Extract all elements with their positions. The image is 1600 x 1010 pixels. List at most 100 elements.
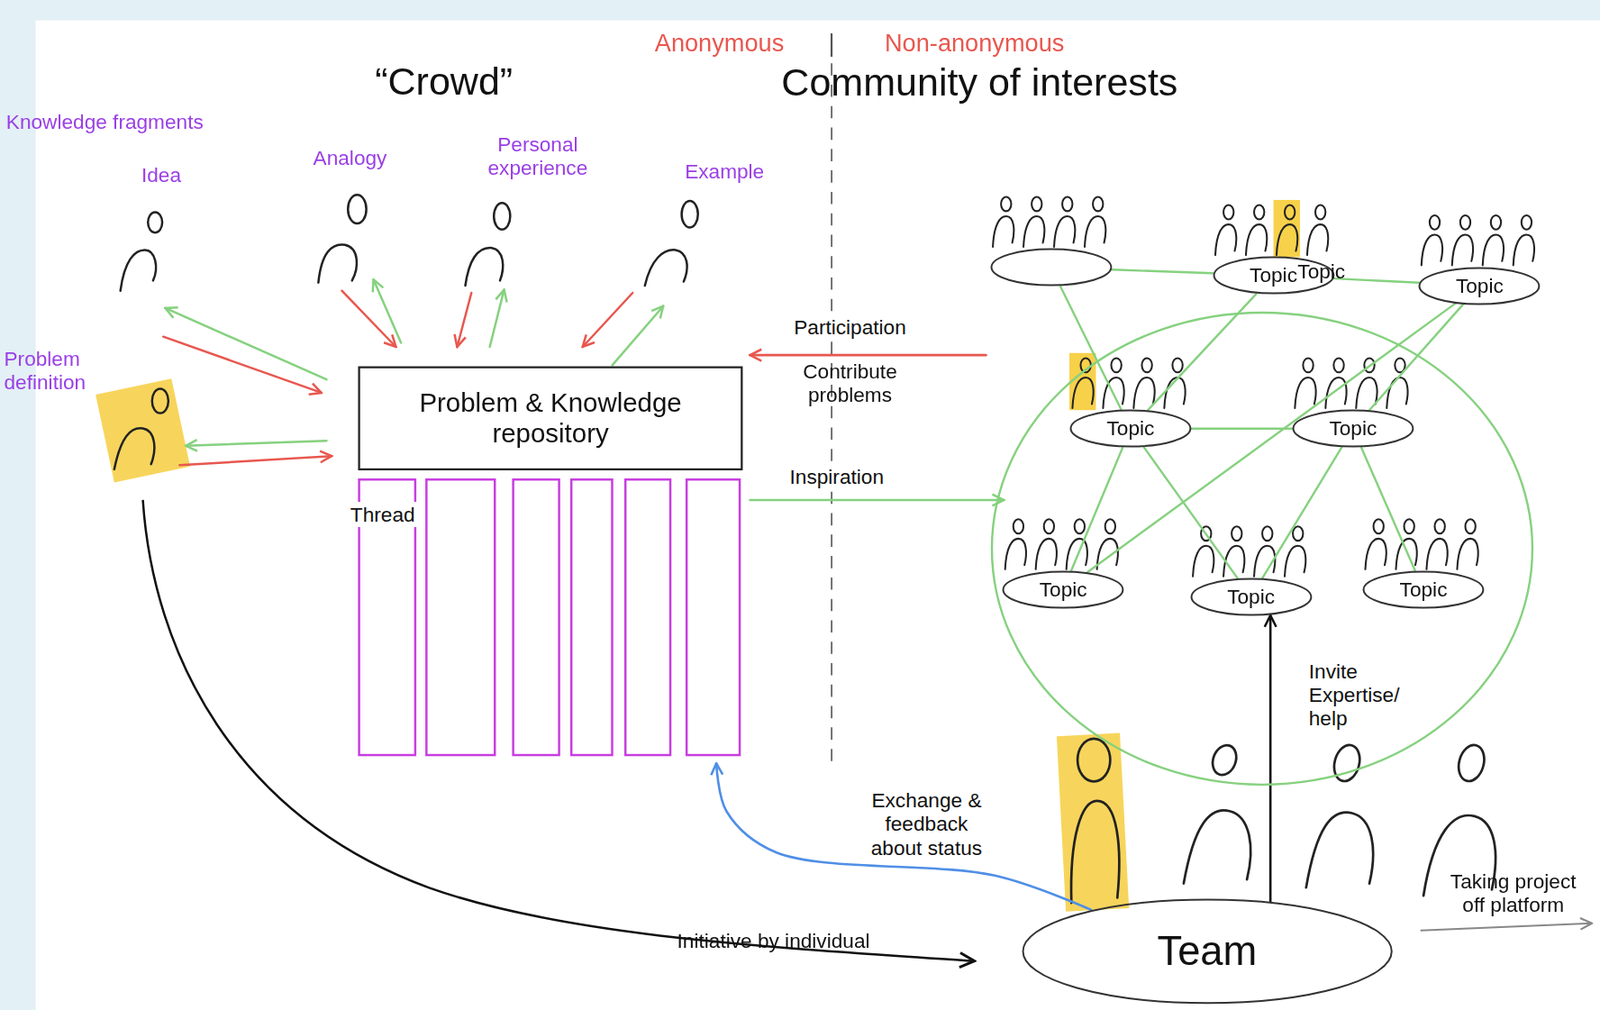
off-platform-arrow <box>1420 923 1592 931</box>
topic-ellipse: Topic <box>1069 409 1192 448</box>
category-label: Knowledge fragments <box>6 109 204 134</box>
person-body <box>1023 216 1045 247</box>
person-head <box>147 212 163 234</box>
person-head <box>1044 518 1055 534</box>
person-head <box>1172 357 1182 373</box>
person-body <box>120 249 156 291</box>
connector <box>716 763 1091 910</box>
person-body <box>1005 538 1027 570</box>
person-head <box>1105 518 1116 534</box>
person-head <box>1231 526 1242 541</box>
connector <box>749 354 986 357</box>
person-body <box>1426 538 1447 570</box>
connector-label: Exchange & feedback about status <box>862 787 991 860</box>
give-arrow <box>179 455 332 465</box>
person-head <box>1284 205 1295 220</box>
person-head <box>1209 741 1241 778</box>
person-head <box>1460 215 1471 230</box>
person-head <box>1254 205 1264 220</box>
person-head <box>1223 205 1234 220</box>
node-text: Team <box>1157 927 1258 975</box>
person-head <box>1464 518 1475 534</box>
highlight <box>1056 733 1129 912</box>
person-head <box>1077 738 1110 782</box>
person-head <box>681 200 699 228</box>
node-outline <box>1001 570 1125 610</box>
initiative-curve <box>143 500 975 962</box>
take-arrow <box>164 308 327 380</box>
person-body <box>1284 545 1306 577</box>
topic-ellipse: Topic <box>990 247 1113 287</box>
person-body <box>1192 545 1214 577</box>
person-body <box>1482 234 1504 265</box>
person-body <box>1456 538 1478 570</box>
person-head <box>1292 526 1303 541</box>
highlight-marks <box>95 378 1129 912</box>
person-body <box>1364 538 1386 570</box>
thread-column <box>426 479 495 755</box>
connector <box>1147 293 1256 410</box>
take-arrow <box>373 279 402 343</box>
person-body <box>1066 538 1088 570</box>
node-text: Problem & Knowledge repository <box>368 387 734 451</box>
connector <box>1111 269 1213 273</box>
person-body <box>1386 377 1408 409</box>
connector <box>1060 286 1121 410</box>
give-arrow <box>341 290 396 347</box>
team-ellipse: Team <box>1021 898 1393 1005</box>
person-head <box>1110 357 1121 373</box>
person-head <box>1435 518 1446 534</box>
repository-box: Problem & Knowledge repository <box>346 346 750 764</box>
connector-label: Participation <box>790 314 910 340</box>
person-head <box>1490 215 1501 230</box>
person-head <box>1013 518 1024 534</box>
node-outline <box>1021 898 1393 1005</box>
community-region: TopicTopicTopicTopicTopicTopicTopicTopic… <box>979 59 1596 673</box>
topic-ellipse: Topic <box>1418 266 1541 306</box>
person-head <box>152 388 169 413</box>
connector-label: Inspiration <box>787 463 887 490</box>
take-arrow <box>612 306 664 366</box>
person-head <box>1373 518 1384 534</box>
thread-column <box>625 479 671 755</box>
person-body <box>1245 224 1267 255</box>
topic-people <box>992 197 1535 577</box>
node-outline <box>346 346 750 764</box>
node-text: Topic <box>1249 263 1298 288</box>
side-heading: Non-anonymous <box>884 28 1064 57</box>
divider-line <box>830 63 833 767</box>
flow-label: Initiative by individual <box>677 928 871 953</box>
team-people <box>1071 738 1496 903</box>
connector <box>1144 447 1238 579</box>
person-head <box>1333 357 1344 373</box>
give-arrow <box>456 292 472 347</box>
person-head <box>347 194 366 224</box>
person-body <box>1513 234 1535 265</box>
node-outline <box>1362 570 1485 610</box>
connector <box>749 499 1004 502</box>
person-body <box>318 244 357 282</box>
person-body <box>645 249 688 286</box>
person-body <box>1133 377 1155 409</box>
person-body <box>1294 377 1316 409</box>
node-outline <box>1418 266 1541 306</box>
person-head <box>1141 357 1152 373</box>
connector <box>1269 615 1273 901</box>
node-outline <box>979 59 1596 673</box>
node-outline <box>1190 577 1313 617</box>
node-text: Topic <box>1107 416 1155 441</box>
person-head <box>1521 215 1532 230</box>
connector <box>1262 447 1342 579</box>
flow-label: Contribute problems <box>789 359 912 407</box>
node-text: Topic <box>1455 273 1504 299</box>
person-body <box>1054 216 1075 247</box>
person-body <box>1307 224 1328 255</box>
person-head <box>1404 518 1415 534</box>
connector <box>1087 303 1455 573</box>
person-head <box>1092 197 1103 212</box>
person-head <box>1062 197 1073 212</box>
person-body <box>1097 538 1119 570</box>
node-text: Topic <box>1328 416 1377 441</box>
person-body <box>1183 809 1251 883</box>
person-head <box>1074 518 1085 534</box>
